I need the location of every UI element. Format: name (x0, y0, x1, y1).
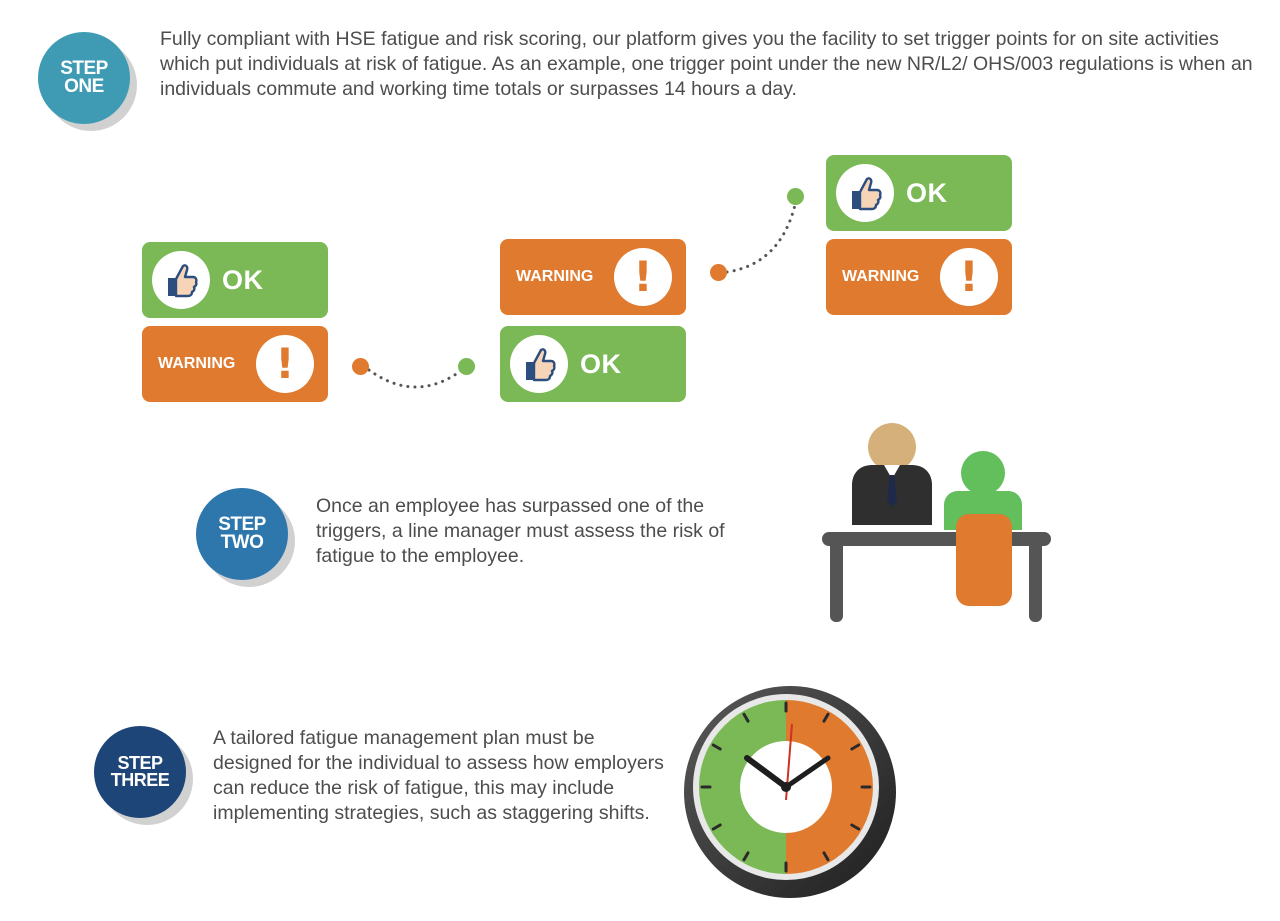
step-one-text: Fully compliant with HSE fatigue and ris… (160, 28, 1253, 100)
step-three-line1: STEP (117, 752, 163, 773)
step-one-line2: ONE (64, 76, 104, 97)
warning-label: WARNING (842, 268, 920, 285)
step-three-line2: THREE (110, 770, 170, 790)
warning-card-3: WARNING ! (826, 239, 1012, 315)
clock-tick (742, 712, 750, 723)
ok-label: OK (222, 264, 264, 295)
exclamation-icon: ! (614, 248, 672, 306)
warning-label: WARNING (516, 268, 594, 285)
step-two-badge: STEP TWO (196, 488, 288, 580)
clock-tick (742, 851, 750, 862)
exclamation-icon: ! (256, 335, 314, 393)
step-two-line1: STEP (218, 513, 266, 535)
exclamation-icon: ! (940, 248, 998, 306)
ok-card-2: OK (500, 326, 686, 402)
connector-dot-orange (710, 264, 727, 281)
connector-dot-orange (352, 358, 369, 375)
clock-tick (850, 743, 861, 751)
thumbs-up-icon (152, 251, 210, 309)
clock-tick (850, 823, 861, 831)
step-two-text: Once an employee has surpassed one of th… (316, 495, 725, 567)
clock-tick (711, 743, 722, 751)
ok-card-1: OK (142, 242, 328, 318)
step-three-text: A tailored fatigue management plan must … (213, 727, 664, 824)
ok-label: OK (906, 177, 948, 208)
clock-tick (711, 823, 722, 831)
ok-label: OK (580, 348, 622, 379)
step-three-badge: STEP THREE (94, 726, 186, 818)
thumbs-up-icon (836, 164, 894, 222)
ok-card-3: OK (826, 155, 1012, 231)
warning-card-1: WARNING ! (142, 326, 328, 402)
connector-dot-green (787, 188, 804, 205)
thumbs-up-icon (510, 335, 568, 393)
clock-tick (822, 712, 830, 723)
step-two-line2: TWO (220, 532, 264, 553)
warning-label: WARNING (158, 355, 236, 372)
step-one-line1: STEP (60, 57, 108, 79)
connector-dot-green (458, 358, 475, 375)
warning-card-2: WARNING ! (500, 239, 686, 315)
clock-tick (822, 851, 830, 862)
step-one-badge: STEP ONE (38, 32, 130, 124)
